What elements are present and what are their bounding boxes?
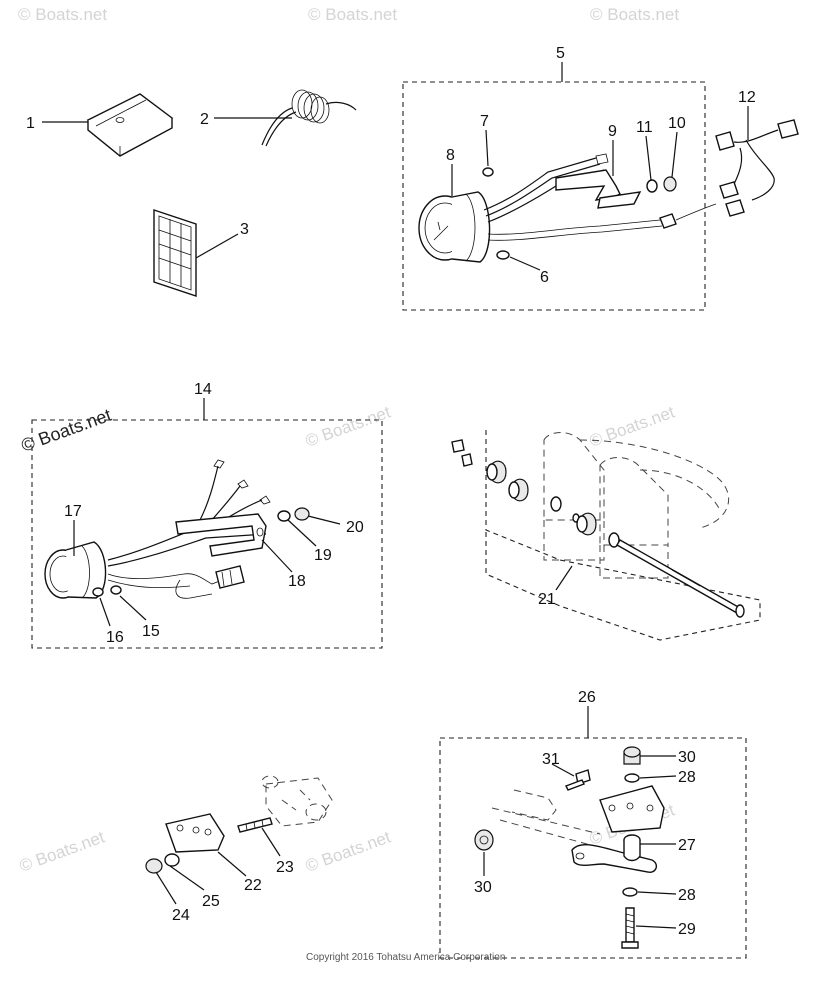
callout-6: 6: [540, 269, 549, 286]
callout-27: 27: [678, 837, 696, 854]
callout-24: 24: [172, 907, 190, 924]
copyright-text: Copyright 2016 Tohatsu America Corporati…: [306, 952, 505, 963]
parts-22-25-bracket: [145, 775, 333, 905]
group-5-gauge-kit: [402, 62, 717, 311]
callout-21: 21: [538, 591, 556, 608]
callout-19: 19: [314, 547, 332, 564]
callout-29: 29: [678, 921, 696, 938]
callout-15: 15: [142, 623, 160, 640]
callout-28: 28: [678, 769, 696, 786]
callout-17: 17: [64, 503, 82, 520]
watermark: © Boats.net: [17, 827, 107, 875]
watermark: © Boats.net: [587, 402, 677, 450]
part-12-harness: [715, 106, 799, 217]
callout-30: 30: [678, 749, 696, 766]
callout-28: 28: [678, 887, 696, 904]
part-2-cord: [214, 89, 357, 147]
callout-30: 30: [474, 879, 492, 896]
callout-10: 10: [668, 115, 686, 132]
callout-22: 22: [244, 877, 262, 894]
watermark-dark: © Boats.net: [19, 405, 114, 456]
callout-26: 26: [578, 689, 596, 706]
callout-3: 3: [240, 221, 249, 238]
callout-8: 8: [446, 147, 455, 164]
callout-25: 25: [202, 893, 220, 910]
callout-31: 31: [542, 751, 560, 768]
callout-5: 5: [556, 45, 565, 62]
callout-labels: 1 2 3 5 6 7 8 9 10 11 12 14 15 16 17 18 …: [26, 45, 756, 938]
callout-7: 7: [480, 113, 489, 130]
part-3-decal: [153, 209, 239, 297]
callout-18: 18: [288, 573, 306, 590]
callout-1: 1: [26, 115, 35, 132]
watermark: © Boats.net: [18, 5, 107, 24]
callout-14: 14: [194, 381, 212, 398]
callout-23: 23: [276, 859, 294, 876]
callout-20: 20: [346, 519, 364, 536]
watermark: © Boats.net: [303, 827, 393, 875]
group-26-linkage-kit: [439, 706, 747, 959]
callout-2: 2: [200, 111, 209, 128]
watermark: © Boats.net: [308, 5, 397, 24]
part-21-mount-assembly: [451, 430, 761, 641]
callout-16: 16: [106, 629, 124, 646]
callout-12: 12: [738, 89, 756, 106]
watermark: © Boats.net: [303, 402, 393, 450]
callout-9: 9: [608, 123, 617, 140]
watermark: © Boats.net: [590, 5, 679, 24]
callout-11: 11: [636, 119, 653, 136]
part-1-pouch: [42, 93, 174, 157]
group-14-gauge-kit: [31, 398, 383, 649]
